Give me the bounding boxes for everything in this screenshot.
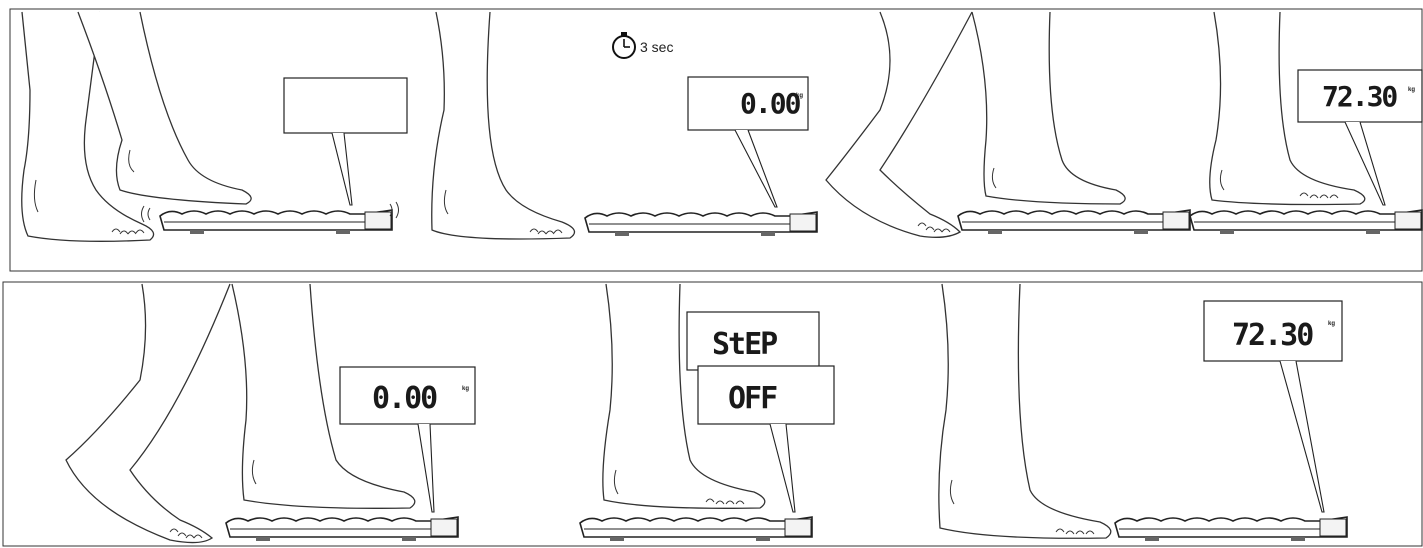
display-b3-unit: kg [1328,321,1335,327]
display-p4-value: 72.30 [1322,80,1397,113]
display-b2-off-value: OFF [728,381,777,416]
display-b1-value: 0.00 [372,381,437,416]
display-p2-value: 0.00 [740,87,801,120]
display-p4-unit: kg [1408,87,1415,93]
display-b2-step-value: StEP [712,327,777,362]
display-blank [284,78,407,133]
timer-label: 3 sec [640,39,673,55]
display-p2-unit: kg [796,93,803,99]
display-b1-unit: kg [462,386,469,392]
display-b3-value: 72.30 [1232,318,1313,353]
